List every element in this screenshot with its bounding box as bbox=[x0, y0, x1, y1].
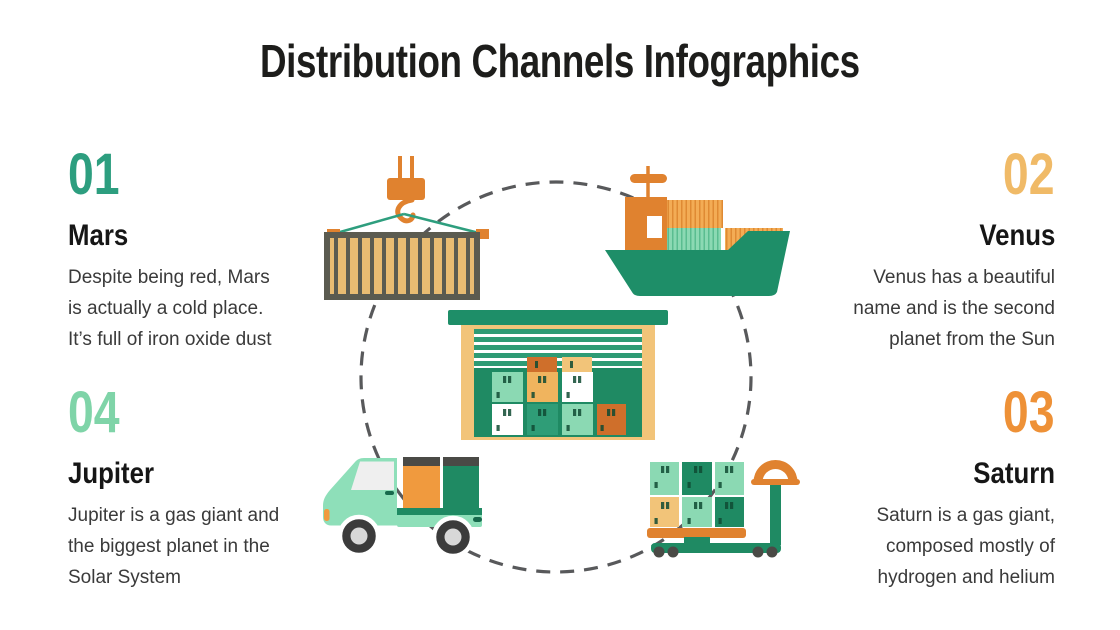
section-saturn: 03 Saturn Saturn is a gas giant, compose… bbox=[765, 380, 1056, 593]
delivery-truck-icon bbox=[323, 457, 482, 559]
section-description: Venus has a beautiful name and is the se… bbox=[853, 267, 1055, 350]
section-number: 04 bbox=[68, 380, 120, 445]
dashed-cycle-circle bbox=[359, 180, 753, 574]
ship-mast bbox=[630, 174, 667, 183]
truck-box-orange bbox=[403, 466, 440, 508]
section-mars: 01 Mars Despite being red, Mars is actua… bbox=[68, 146, 358, 355]
bridge-window bbox=[647, 216, 662, 238]
pallet-platform bbox=[647, 528, 746, 538]
page-title: Distribution Channels Infographics bbox=[0, 34, 1120, 88]
trolley-base bbox=[651, 543, 781, 553]
page-title-text: Distribution Channels Infographics bbox=[260, 35, 860, 87]
section-heading: Mars bbox=[68, 219, 129, 252]
section-jupiter: 04 Jupiter Jupiter is a gas giant and th… bbox=[68, 384, 358, 593]
section-number: 01 bbox=[68, 142, 120, 207]
crane-hook-container-icon bbox=[324, 156, 489, 300]
section-description: Despite being red, Mars is actually a co… bbox=[68, 267, 272, 350]
section-description: Saturn is a gas giant, composed mostly o… bbox=[876, 505, 1056, 588]
truck-headlight bbox=[324, 509, 330, 521]
warehouse-roof bbox=[448, 310, 668, 325]
section-heading: Jupiter bbox=[68, 457, 155, 490]
truck-windshield bbox=[351, 461, 394, 490]
section-description: Jupiter is a gas giant and the biggest p… bbox=[68, 505, 280, 588]
crane-cables bbox=[332, 212, 484, 236]
pallet-trolley-icon bbox=[647, 460, 800, 558]
hook-curve bbox=[395, 197, 416, 224]
section-heading: Saturn bbox=[973, 457, 1055, 490]
ship-hull bbox=[605, 231, 790, 296]
warehouse-icon bbox=[448, 310, 668, 440]
truck-box-green bbox=[443, 466, 479, 508]
section-heading: Venus bbox=[978, 219, 1055, 252]
ship-container-top bbox=[663, 200, 723, 228]
truck-door-handle bbox=[385, 491, 394, 495]
hook-block bbox=[387, 178, 425, 200]
section-venus: 02 Venus Venus has a beautiful name and … bbox=[765, 146, 1055, 355]
trolley-pole bbox=[770, 481, 781, 545]
distribution-cycle-graphic bbox=[323, 156, 800, 574]
section-number: 03 bbox=[1003, 380, 1055, 445]
shipping-container bbox=[324, 232, 480, 300]
section-number: 02 bbox=[1003, 142, 1055, 207]
ship-container-mint bbox=[663, 228, 721, 251]
cargo-ship-icon bbox=[605, 166, 790, 296]
